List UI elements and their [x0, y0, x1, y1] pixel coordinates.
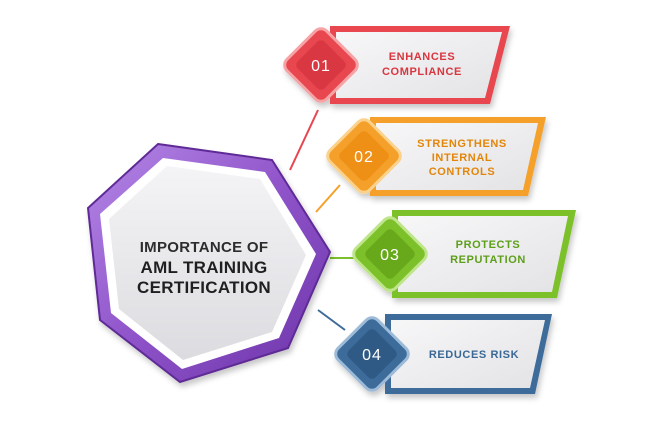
- item-01-number: 01: [311, 58, 331, 75]
- item-01-label-line-1: ENHANCES: [389, 51, 456, 63]
- item-04: [334, 314, 552, 394]
- item-01: [283, 26, 510, 104]
- item-02-label-line-2: INTERNAL: [432, 152, 492, 164]
- item-02-label-line-3: CONTROLS: [429, 166, 496, 178]
- connector-lines: [289, 109, 356, 331]
- center-title-line-3: CERTIFICATION: [137, 278, 271, 297]
- item-04-number: 04: [362, 347, 382, 364]
- item-03-label-line-1: PROTECTS: [456, 239, 521, 251]
- item-02-label-line-1: STRENGTHENS: [417, 138, 507, 150]
- item-03-label-line-2: REPUTATION: [450, 254, 526, 266]
- item-02-number: 02: [354, 149, 374, 166]
- center-title-line-2: AML TRAINING: [141, 258, 268, 277]
- item-03: [352, 210, 576, 298]
- item-01-label-line-2: COMPLIANCE: [382, 66, 462, 78]
- center-title-line-1: IMPORTANCE OF: [140, 239, 269, 256]
- connector-02: [315, 184, 341, 213]
- central-heptagon: [86, 142, 332, 384]
- connector-04: [317, 309, 346, 331]
- item-03-number: 03: [380, 247, 400, 264]
- item-02: [326, 117, 546, 196]
- item-04-label-line-1: REDUCES RISK: [429, 349, 519, 361]
- connector-01: [289, 109, 319, 171]
